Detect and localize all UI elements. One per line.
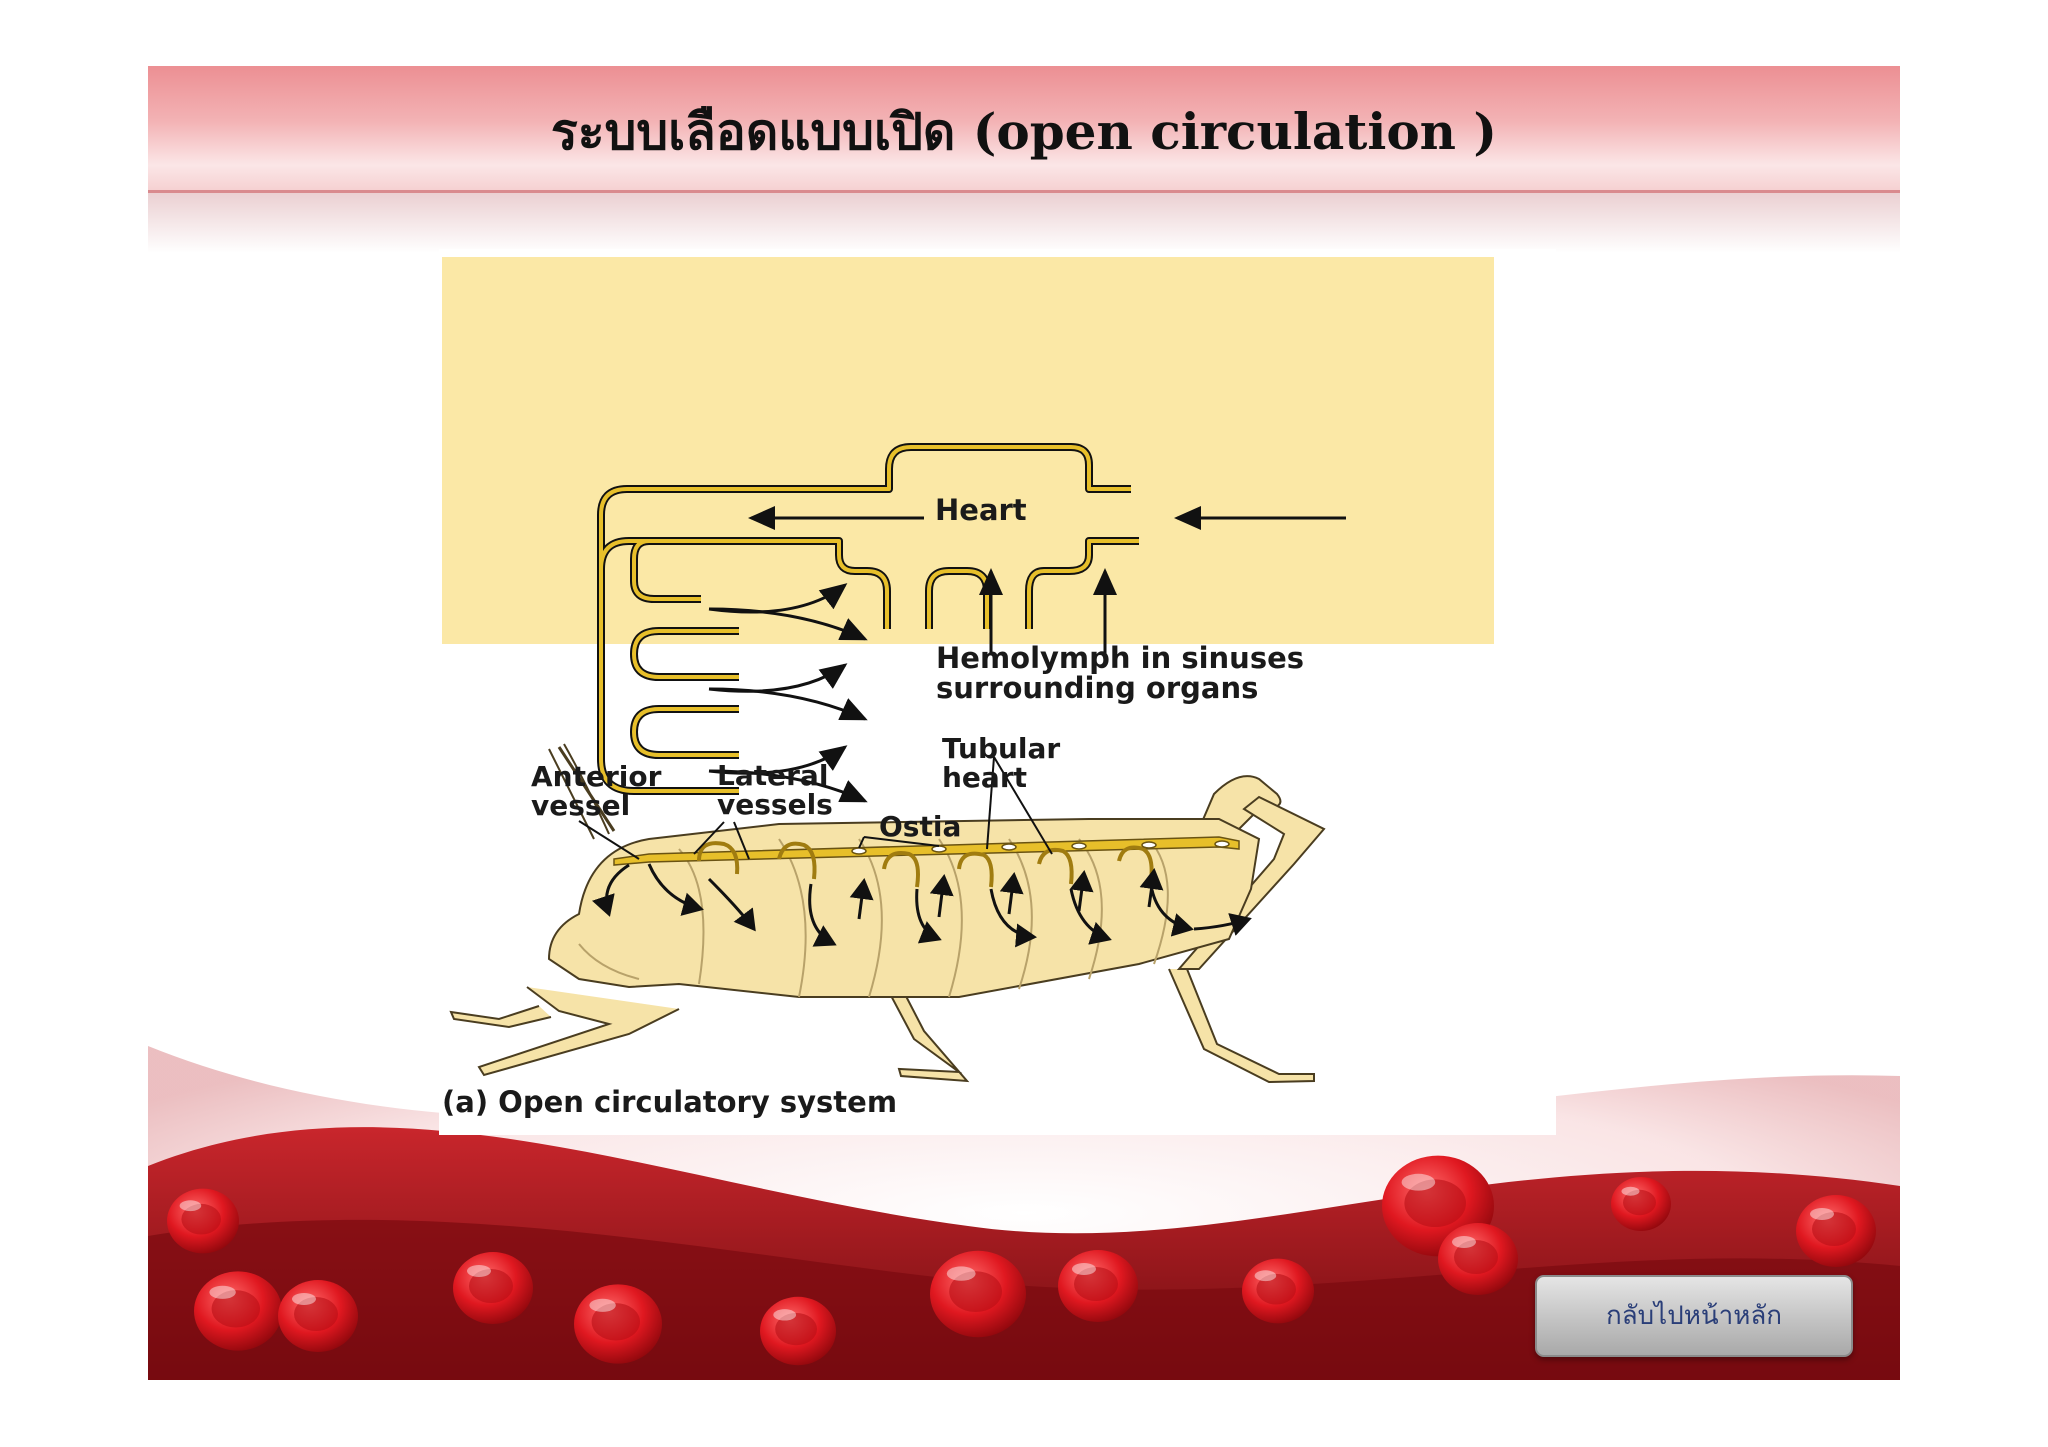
open-circulation-figure: Heart Hemolymph in sinuses surrounding o… xyxy=(439,249,1556,1135)
grasshopper-illustration xyxy=(449,743,1326,1084)
flow-arrows xyxy=(708,506,1346,803)
hemolymph-flow-arrows xyxy=(591,863,1252,948)
schematic-vessels xyxy=(597,443,1139,795)
figure-caption: (a) Open circulatory system xyxy=(442,1085,898,1119)
ostia-openings xyxy=(851,840,1230,855)
anterior-vessel-label: Anterior vessel xyxy=(531,760,662,823)
lateral-vessels-label: Lateral vessels xyxy=(717,759,833,822)
slide-title: ระบบเลือดแบบเปิด (open circulation ) xyxy=(550,102,1498,161)
heart-label: Heart xyxy=(935,493,1027,527)
back-to-main-button[interactable]: กลับไปหน้าหลัก xyxy=(1535,1275,1853,1357)
tubular-heart-label: Tubular heart xyxy=(942,732,1061,795)
label-leader-lines xyxy=(578,756,1053,860)
hemolymph-sinus-label: Hemolymph in sinuses surrounding organs xyxy=(936,641,1305,706)
ostia-label: Ostia xyxy=(879,810,962,843)
circulation-diagram xyxy=(442,257,1494,1084)
slide: ระบบเลือดแบบเปิด (open circulation ) xyxy=(148,66,1900,1380)
title-bar: ระบบเลือดแบบเปิด (open circulation ) xyxy=(148,66,1900,253)
